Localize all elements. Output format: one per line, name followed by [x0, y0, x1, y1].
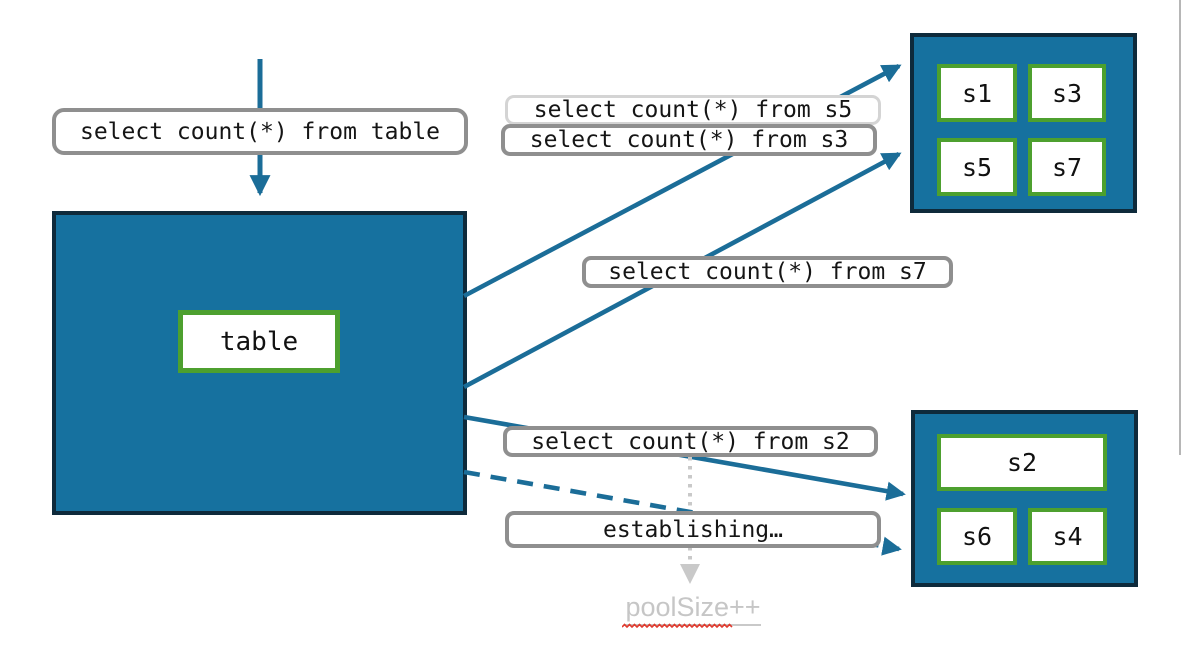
- query-label-from-s2: select count(*) from s2: [503, 426, 878, 457]
- query-label-from-table: select count(*) from table: [52, 108, 468, 155]
- query-text: select count(*) from s2: [531, 428, 850, 455]
- establishing-label: establishing…: [505, 511, 881, 548]
- gray-arrowhead-icon: [680, 564, 700, 584]
- shard-box-s5: s5: [937, 138, 1017, 196]
- shard-label: s4: [1052, 522, 1083, 551]
- query-label-from-s3: select count(*) from s3: [501, 124, 877, 156]
- query-text: select count(*) from s5: [533, 97, 853, 123]
- shard-box-s2: s2: [937, 434, 1107, 491]
- shard-pool-bottom: s2 s6 s4: [911, 410, 1138, 587]
- shard-label: s6: [961, 522, 993, 551]
- query-text: select count(*) from table: [79, 118, 441, 145]
- shard-pool-top: s1 s3 s5 s7: [910, 33, 1137, 213]
- table-label: table: [219, 326, 299, 357]
- query-label-from-s5: select count(*) from s5: [505, 95, 881, 125]
- shard-label: s5: [961, 152, 993, 182]
- query-text: select count(*) from s3: [529, 127, 849, 153]
- window-edge-line: [1179, 0, 1181, 455]
- table-label-box: table: [178, 310, 340, 373]
- establishing-text: establishing…: [602, 516, 783, 543]
- shard-box-s6: s6: [937, 508, 1017, 565]
- arrow-table-to-pool-bottom-dashed-icon: [463, 469, 902, 556]
- shard-label: s1: [961, 78, 993, 108]
- shard-box-s3: s3: [1028, 64, 1106, 122]
- query-text: select count(*) from s7: [608, 259, 927, 285]
- shard-box-s4: s4: [1028, 508, 1107, 565]
- shard-box-s1: s1: [937, 64, 1017, 122]
- shard-label: s3: [1051, 78, 1083, 108]
- shard-box-s7: s7: [1028, 138, 1106, 196]
- spellcheck-squiggle-icon: [622, 623, 733, 629]
- shard-label: s2: [1006, 448, 1038, 477]
- query-label-from-s7: select count(*) from s7: [582, 256, 953, 288]
- shard-label: s7: [1051, 152, 1083, 182]
